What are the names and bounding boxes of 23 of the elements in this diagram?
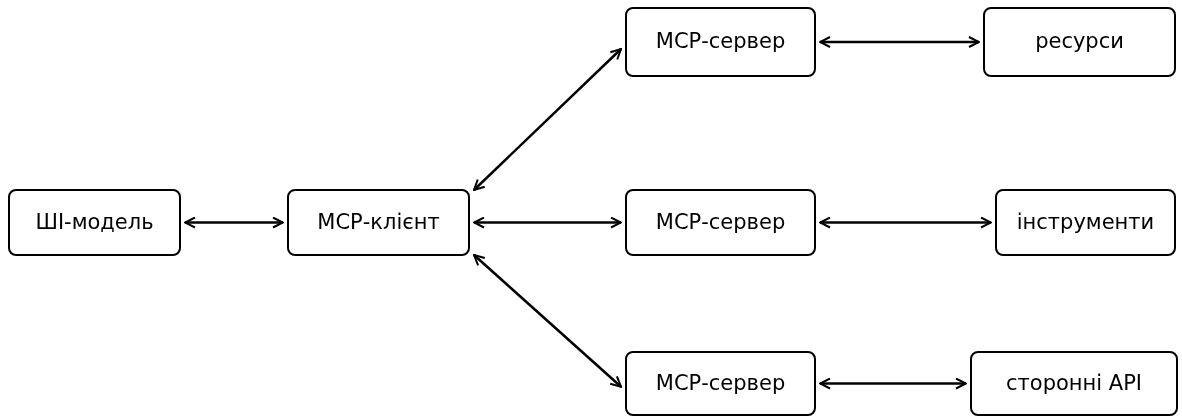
- process-box: [983, 7, 1176, 77]
- double-arrow: [473, 216, 622, 229]
- box-label: ШІ-модель: [35, 208, 154, 236]
- double-arrow: [819, 377, 967, 390]
- process-box: [625, 7, 816, 77]
- process-box: [287, 189, 470, 256]
- process-box: [970, 351, 1178, 416]
- box-label: інструменти: [1016, 208, 1155, 236]
- double-arrow: [473, 254, 622, 388]
- box-label: МСР-сервер: [655, 28, 786, 56]
- double-arrow: [819, 36, 980, 48]
- process-box: [995, 189, 1176, 256]
- double-arrow: [184, 216, 284, 229]
- process-box: [8, 189, 181, 256]
- box-label: МСР-сервер: [655, 369, 786, 397]
- box-label: МСР-клієнт: [317, 208, 440, 236]
- box-label: ресурси: [1035, 28, 1124, 56]
- process-box: [625, 351, 816, 416]
- double-arrow: [819, 216, 992, 229]
- box-label: сторонні API: [1006, 369, 1142, 397]
- box-label: МСР-сервер: [655, 208, 786, 236]
- double-arrow: [473, 48, 622, 191]
- process-box: [625, 189, 816, 256]
